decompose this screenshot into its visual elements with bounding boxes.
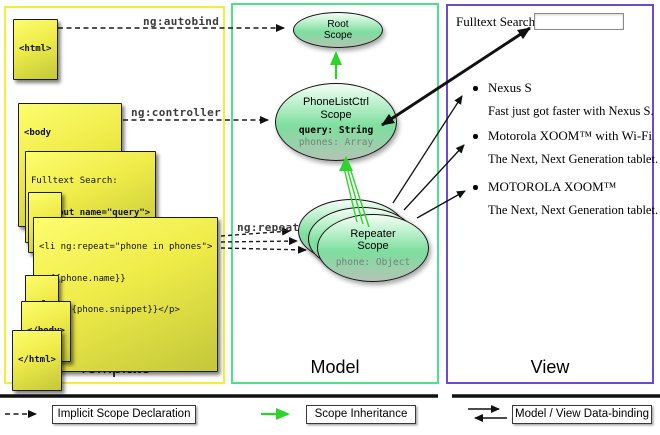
ng-controller-label: ng:controller (131, 106, 221, 119)
phone-item-desc: Fast just got faster with Nexus S. (488, 104, 654, 118)
code-box-html-close: </html> (12, 330, 62, 391)
phones-prop: phones: Array (298, 136, 374, 148)
phone-item-title: Nexus S (488, 80, 532, 95)
legend-databinding-box: Model / View Data-binding (512, 405, 652, 424)
phone-item-desc: The Next, Next Generation tablet. (488, 152, 659, 166)
controller-scope-ellipse: PhoneListCtrl Scope query: String phones… (275, 83, 397, 161)
model-panel (231, 3, 439, 384)
fulltext-search-label: Fulltext Search: (456, 14, 539, 29)
repeater-scope-ellipse-front: Repeater Scope phone: Object (317, 214, 429, 282)
view-label: View (530, 357, 570, 377)
bullet-icon (473, 86, 478, 91)
ng-repeat-label: ng:repeat (237, 221, 300, 234)
query-prop: query: String (298, 125, 374, 136)
phone-item-title: Motorola XOOM™ with Wi-Fi (488, 128, 653, 143)
phone-prop: phone: Object (335, 256, 411, 268)
fulltext-search-input[interactable] (534, 13, 624, 30)
bullet-icon (473, 134, 478, 139)
legend-implicit-box: Implicit Scope Declaration (52, 405, 196, 424)
model-label: Model (310, 357, 360, 377)
template-panel (4, 6, 225, 384)
legend-inheritance-box: Scope Inheritance (306, 405, 416, 424)
ng-autobind-label: ng:autobind (143, 15, 220, 28)
code-box-html-open: <html> (13, 19, 58, 80)
code-box-li-repeat: <li ng:repeat="phone in phones"> {{phone… (33, 217, 219, 372)
bullet-icon (473, 185, 478, 190)
root-scope-ellipse: Root Scope (293, 12, 383, 48)
phone-item-desc: The Next, Next Generation tablet. (488, 203, 659, 217)
phone-item-title: MOTOROLA XOOM™ (488, 179, 617, 194)
